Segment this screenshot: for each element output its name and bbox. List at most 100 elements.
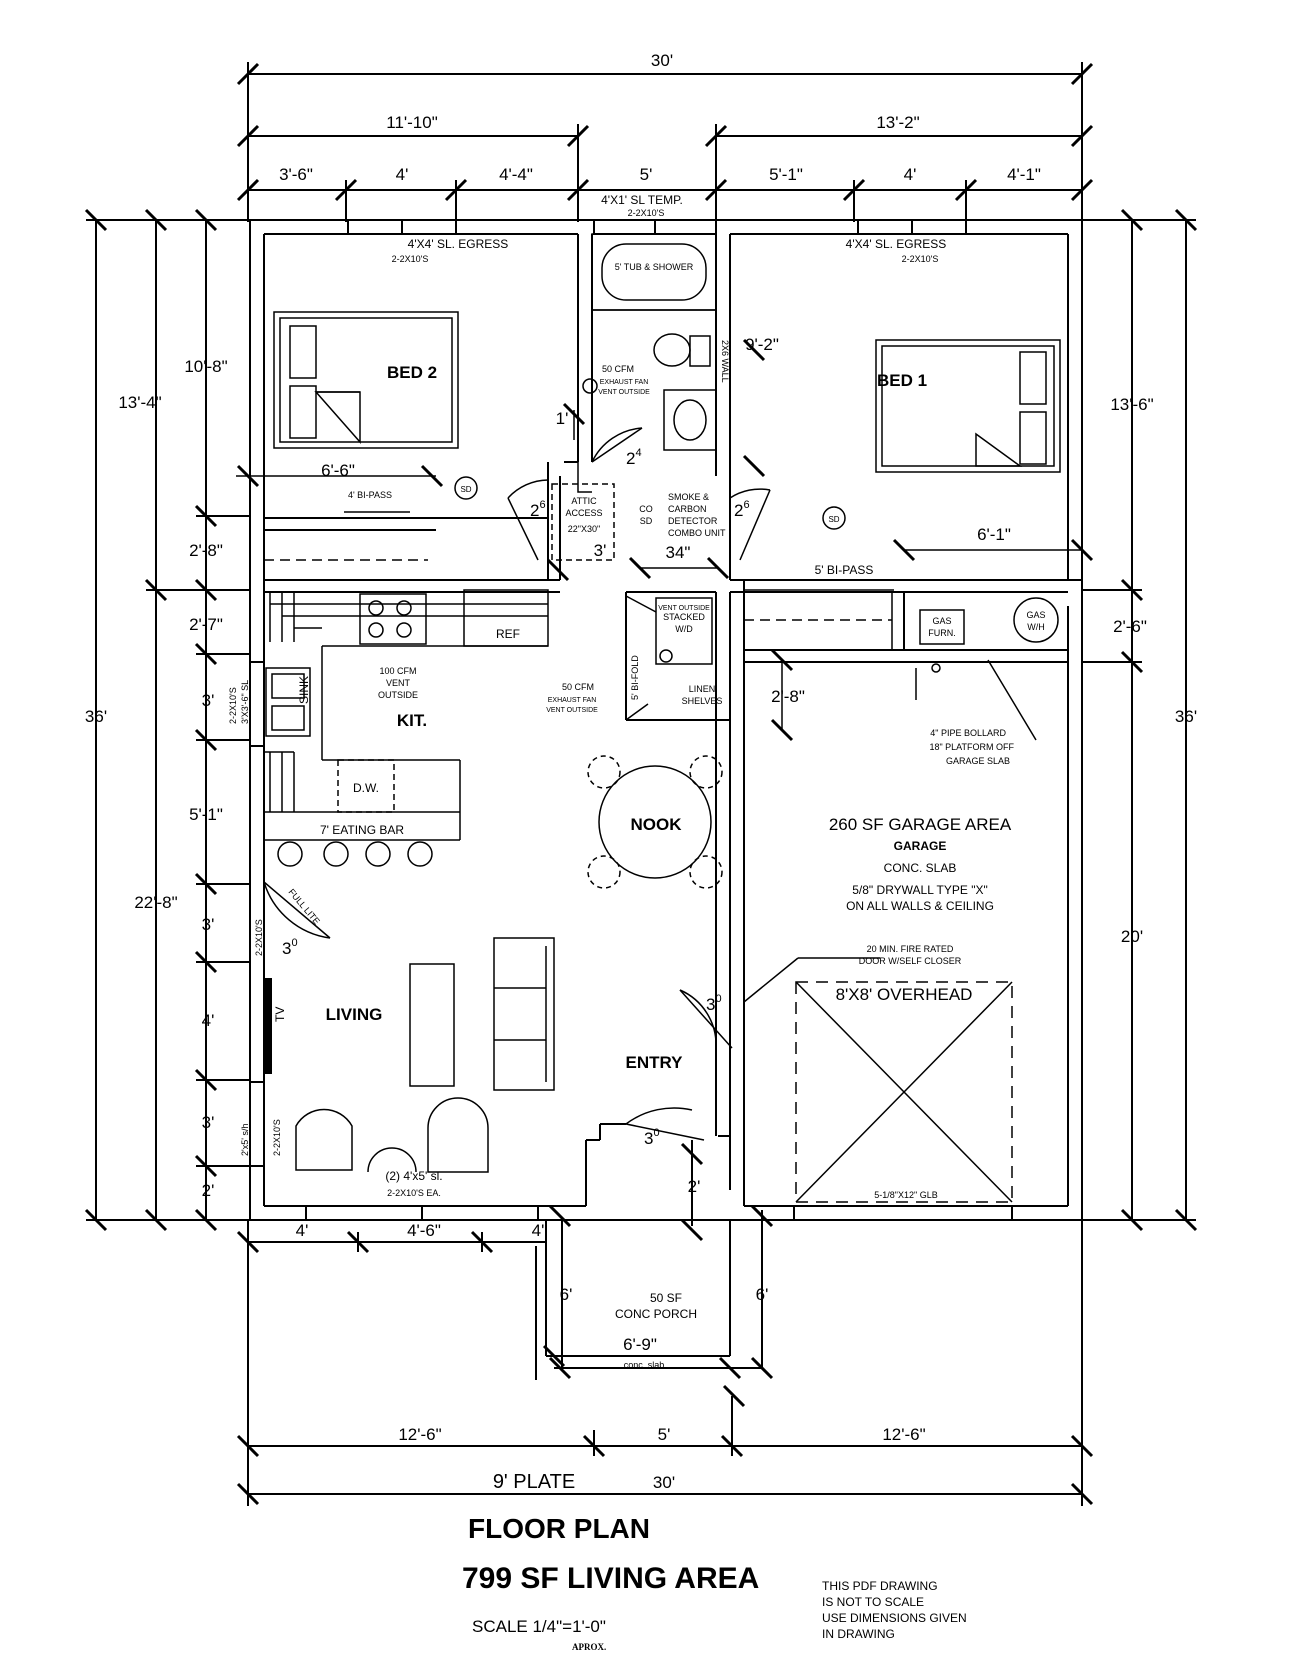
laundry-fixtures xyxy=(625,595,713,721)
living-window-label: 2'x5' s/h xyxy=(240,1124,250,1156)
dim-bed1-width: 6'-1" xyxy=(977,525,1011,544)
co-detector-symbol: SD xyxy=(640,516,653,526)
aprox-label: APROX. xyxy=(572,1642,606,1652)
dim-bottom-overall: 30' xyxy=(653,1473,675,1492)
dim-porch-side: 6' xyxy=(756,1285,769,1304)
overhead-door-label: 8'X8' OVERHEAD xyxy=(836,985,973,1004)
tub-label: 5' TUB & SHOWER xyxy=(615,262,694,272)
drywall-note: 5/8" DRYWALL TYPE "X" xyxy=(852,883,988,897)
door-size-26: 26 xyxy=(734,499,750,520)
right-dimension-lines xyxy=(1082,208,1198,1232)
dim-left-inner: 2'-7" xyxy=(189,615,223,634)
tv-label: TV xyxy=(273,1007,287,1022)
bed2-label: BED 2 xyxy=(387,363,437,382)
dim-left-inner: 2'-8" xyxy=(189,541,223,560)
dim-left-inner: 2' xyxy=(202,1181,215,1200)
dim-top-right: 13'-2" xyxy=(876,113,919,132)
dim-hall-door: 34" xyxy=(666,543,691,562)
scale-note: IN DRAWING xyxy=(822,1627,895,1641)
dim-left-inner: 5'-1" xyxy=(189,805,223,824)
dim-top-seg: 4' xyxy=(396,165,409,184)
dim-bath-height: 9'-2" xyxy=(745,335,779,354)
bottom-dimension-lines xyxy=(236,1220,1094,1506)
bath-window-label: 4'X1' SL TEMP. xyxy=(601,193,683,207)
ref-label: REF xyxy=(496,627,520,641)
dim-laundry-gap: 2'-8" xyxy=(771,687,805,706)
dim-top-overall: 30' xyxy=(651,51,673,70)
living-area-title: 799 SF LIVING AREA xyxy=(462,1562,759,1595)
laundry-fan-note: VENT OUTSIDE xyxy=(546,707,598,714)
dim-porch-step: 2' xyxy=(688,1177,701,1196)
hood-label: VENT xyxy=(386,678,411,688)
room-labels: 4'X4' SL. EGRESS 2-2X10'S 4'X1' SL TEMP.… xyxy=(228,193,1046,1370)
smoke-co-note: SMOKE & xyxy=(668,492,709,502)
bollard-note: 4" PIPE BOLLARD xyxy=(930,728,1006,738)
dim-right-inner: 2'-6" xyxy=(1113,617,1147,636)
eating-bar-label: 7' EATING BAR xyxy=(320,823,404,837)
gas-furnace-label: GAS xyxy=(932,616,951,626)
dim-top-seg: 4' xyxy=(904,165,917,184)
dimension-text: 30' 11'-10" 13'-2" 3'-6" 4' 4'-4" 5' 5'-… xyxy=(85,51,1197,1493)
title-block: FLOOR PLAN 799 SF LIVING AREA SCALE 1/4"… xyxy=(462,1513,967,1652)
hood-label: OUTSIDE xyxy=(378,690,418,700)
bed2-window-header: 2-2X10'S xyxy=(392,254,429,264)
bed2-closet-label: 4' BI-PASS xyxy=(348,490,392,500)
dim-bottom-seg: 4'-6" xyxy=(407,1221,441,1240)
entry-label: ENTRY xyxy=(626,1053,684,1072)
dim-left-mid: 13'-4" xyxy=(118,393,161,412)
fire-door-note: DOOR W/SELF CLOSER xyxy=(859,956,962,966)
smoke-co-note: COMBO UNIT xyxy=(668,528,726,538)
dim-right-mid: 20' xyxy=(1121,927,1143,946)
door-swings xyxy=(263,427,771,1141)
full-lite-label: FULL LITE xyxy=(286,887,321,927)
plan-title: FLOOR PLAN xyxy=(468,1513,650,1544)
bed1-window-label: 4'X4' SL. EGRESS xyxy=(846,237,947,251)
scale-note: IS NOT TO SCALE xyxy=(822,1595,924,1609)
washer-dryer-label: W/D xyxy=(675,624,693,634)
garage-label: GARAGE xyxy=(894,839,947,853)
dim-left-inner: 3' xyxy=(202,915,215,934)
dim-one-ft: 1' xyxy=(556,409,569,428)
dim-bottom-three: 12'-6" xyxy=(398,1425,441,1444)
door-size-26: 26 xyxy=(530,499,546,520)
wall-2x6-label: 2X6 WALL xyxy=(720,340,730,383)
bath-fan-note: EXHAUST FAN xyxy=(600,379,649,386)
dim-top-seg: 5' xyxy=(640,165,653,184)
bath-fan-note: VENT OUTSIDE xyxy=(598,389,650,396)
door-size-24: 24 xyxy=(626,447,642,468)
bed1-furniture xyxy=(822,339,1061,530)
living-window-header: 2-2X10'S xyxy=(272,1119,282,1156)
bed2-window-label: 4'X4' SL. EGRESS xyxy=(408,237,509,251)
bed1-label: BED 1 xyxy=(877,371,927,390)
dim-left-inner: 4' xyxy=(202,1011,215,1030)
dim-porch-width: 6'-9" xyxy=(623,1335,657,1354)
fire-door-note: 20 MIN. FIRE RATED xyxy=(867,944,954,954)
garage-slab-label: CONC. SLAB xyxy=(884,861,957,875)
linen-label: LINEN xyxy=(689,684,716,694)
bed1-window-header: 2-2X10'S xyxy=(902,254,939,264)
laundry-fan-note: EXHAUST FAN xyxy=(548,697,597,704)
gas-furnace-label: FURN. xyxy=(928,628,956,638)
garage-fixtures xyxy=(743,659,1037,1203)
smoke-co-note: CARBON xyxy=(668,504,707,514)
slider-label: (2) 4'x5' sl. xyxy=(385,1169,442,1183)
slider-header: 2-2X10'S EA. xyxy=(387,1188,441,1198)
attic-size: 22"X30" xyxy=(568,524,600,534)
washer-dryer-label: VENT OUTSIDE xyxy=(658,605,710,612)
door-size-30: 30 xyxy=(282,937,298,958)
scale-label: SCALE 1/4"=1'-0" xyxy=(472,1617,606,1636)
tv-unit xyxy=(264,978,272,1074)
bed1-closet-label: 5' BI-PASS xyxy=(815,563,874,577)
nook-label: NOOK xyxy=(631,815,683,834)
door-size-30: 30 xyxy=(644,1127,660,1148)
bollard-note: GARAGE SLAB xyxy=(946,756,1010,766)
porch xyxy=(535,1140,774,1408)
gas-water-heater-label: W/H xyxy=(1027,622,1045,632)
dim-top-seg: 5'-1" xyxy=(769,165,803,184)
bed2-furniture xyxy=(273,311,478,500)
drywall-note: ON ALL WALLS & CEILING xyxy=(846,899,994,913)
dim-left-inner: 3' xyxy=(202,1113,215,1132)
sink-label: SINK xyxy=(297,676,311,704)
kitchen-label: KIT. xyxy=(397,711,427,730)
attic-label: ATTIC xyxy=(571,496,597,506)
